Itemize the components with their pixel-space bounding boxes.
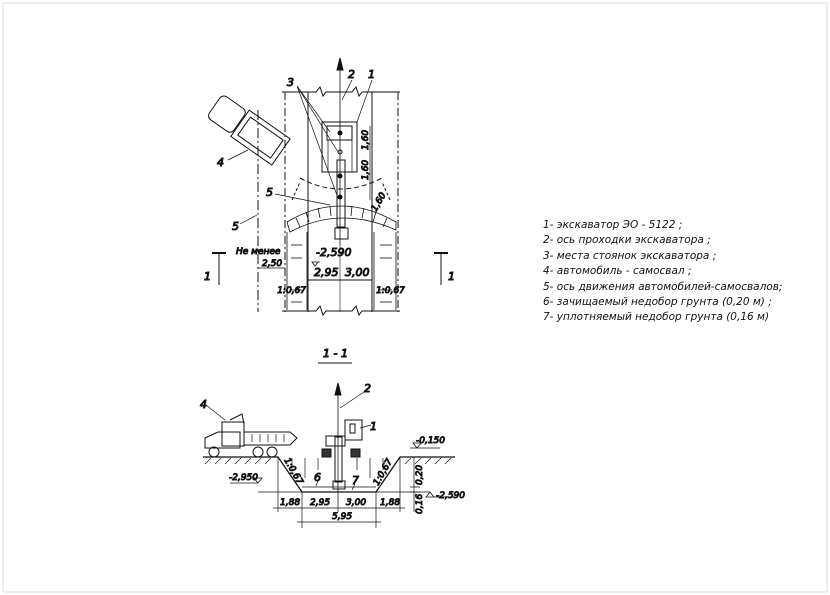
callout-truck-axis-2: 5 bbox=[232, 220, 239, 233]
plan-slope-left: 1:0,67 bbox=[277, 286, 306, 296]
slope-hatching bbox=[286, 205, 397, 310]
level-right-marker-icon bbox=[376, 491, 455, 498]
section-axis-arrow-icon bbox=[334, 382, 342, 396]
dim-bottom-1: 1,88 bbox=[280, 498, 300, 508]
plan-level: -2,590 bbox=[316, 246, 351, 259]
section-mark-right bbox=[434, 252, 448, 285]
callout-truck-axis: 5 bbox=[266, 186, 273, 199]
level-left-marker-icon bbox=[230, 477, 302, 493]
section-slope-right: 1:0,67 bbox=[372, 457, 395, 487]
stops-leaders bbox=[296, 85, 339, 199]
step-dim-3: 1,60 bbox=[370, 191, 389, 214]
level-marker-icon bbox=[311, 261, 320, 267]
plan-width-right: 3,00 bbox=[345, 266, 370, 279]
section-callout-compacted: 7 bbox=[352, 474, 359, 487]
legend-item: 5- ось движения автомобилей-самосвалов; bbox=[543, 280, 783, 293]
dump-truck-side bbox=[204, 413, 298, 458]
break-line-bottom bbox=[282, 304, 400, 317]
section-callout-cleanup: 6 bbox=[314, 471, 321, 484]
dump-truck-plan bbox=[208, 95, 291, 166]
callout-excavator: 1 bbox=[368, 68, 375, 81]
dim-bottom-3: 3,00 bbox=[346, 498, 366, 508]
excavator-plan bbox=[321, 121, 358, 240]
section-mark-left bbox=[212, 252, 226, 285]
section-callout-truck: 4 bbox=[200, 398, 207, 411]
min-distance-label: Не менее bbox=[236, 247, 281, 257]
section-slope-left: 1:0,67 bbox=[281, 457, 304, 487]
section-mark-right-label: 1 bbox=[448, 270, 455, 283]
legend-item: 4- автомобиль - самосвал ; bbox=[543, 265, 692, 278]
section-callout-excavator: 1 bbox=[370, 420, 377, 433]
legend-item: 7- уплотняемый недобор грунта (0,16 м) bbox=[543, 311, 770, 324]
legend: 1- экскаватор ЭО - 5122 ; 2- ось проходк… bbox=[543, 218, 782, 326]
level-left: -2,950 bbox=[229, 473, 258, 483]
callout-truck: 4 bbox=[217, 156, 224, 169]
section-mark-left-label: 1 bbox=[204, 270, 211, 283]
legend-item: 3- места стоянок экскаватора ; bbox=[543, 249, 717, 262]
level-top: -0,150 bbox=[416, 436, 445, 446]
legend-item: 6- зачищаемый недобор грунта (0,20 м) ; bbox=[543, 296, 772, 309]
step-dim-2: 1,60 bbox=[361, 160, 371, 180]
axis-arrow-icon bbox=[336, 57, 344, 71]
section-callout-axis: 2 bbox=[364, 382, 371, 395]
plan-view: 1 2 3 4 5 5 1 1 Не менее 2,50 -2,590 1:0… bbox=[204, 57, 456, 317]
plan-width-left: 2,95 bbox=[314, 266, 339, 279]
ground-hatching bbox=[204, 457, 452, 478]
section-title: 1 - 1 bbox=[323, 347, 348, 360]
dig-radius-arc bbox=[299, 177, 383, 190]
dim-bottom-2: 2,95 bbox=[310, 498, 330, 508]
dimension-lines bbox=[273, 457, 405, 528]
dim-bottom-4: 1,88 bbox=[380, 498, 400, 508]
break-line-top bbox=[282, 85, 400, 98]
legend-item: 2- ось проходки экскаватора ; bbox=[543, 234, 711, 247]
plan-slope-right: 1:0,67 bbox=[376, 286, 405, 296]
section-view: 1 - 1 4 bbox=[200, 347, 466, 528]
depth-compacted: 0,16 bbox=[415, 494, 425, 514]
step-dim-1: 1,60 bbox=[361, 130, 371, 150]
min-distance-value: 2,50 bbox=[262, 259, 282, 269]
callout-axis: 2 bbox=[348, 68, 355, 81]
dim-total: 5,95 bbox=[332, 512, 352, 522]
legend-item: 1- экскаватор ЭО - 5122 ; bbox=[543, 219, 683, 231]
trench-profile bbox=[203, 456, 455, 493]
callout-stops: 3 bbox=[287, 76, 294, 89]
level-right: -2,590 bbox=[436, 491, 465, 501]
level-top-marker-icon bbox=[410, 442, 440, 449]
depth-cleanup: 0,20 bbox=[415, 465, 425, 485]
excavator-side bbox=[321, 419, 363, 490]
